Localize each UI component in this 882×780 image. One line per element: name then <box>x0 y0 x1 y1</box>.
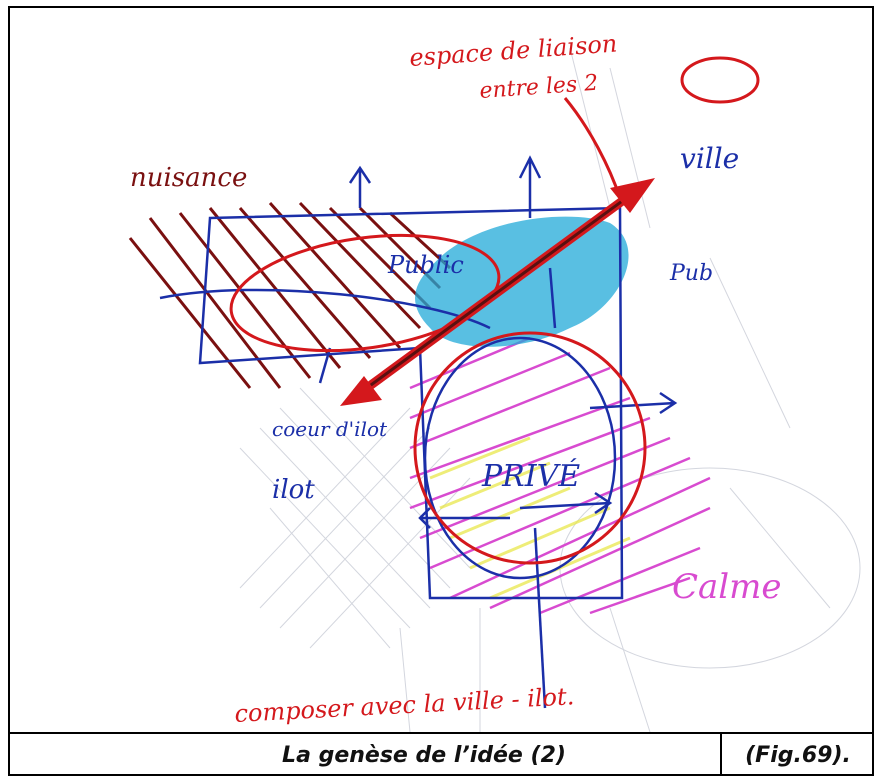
red-shapes <box>229 56 760 565</box>
yellow-hatching <box>429 436 631 600</box>
label-calme: Calme <box>672 567 782 607</box>
caption-figure-number: (Fig.69). <box>745 742 851 768</box>
label-coeur-ilot: coeur d'ilot <box>272 417 388 441</box>
label-ville: ville <box>680 142 739 175</box>
magenta-hatching <box>409 336 711 615</box>
label-pub: Pub <box>669 261 713 286</box>
nuisance-hatching <box>128 201 452 389</box>
pencil-background <box>239 47 861 732</box>
bottom-note: composer avec la ville - ilot. <box>234 682 575 728</box>
label-public: Public <box>387 251 464 279</box>
sketch-drawing: espace de liaison entre les 2 ville nuis… <box>128 30 861 732</box>
label-ilot: ilot <box>272 475 315 505</box>
label-nuisance: nuisance <box>130 163 247 193</box>
caption-row: La genèse de l’idée (2) (Fig.69). <box>8 732 874 776</box>
top-note-line2: entre les 2 <box>479 71 599 104</box>
blue-outlines <box>159 155 678 709</box>
label-prive: PRIVÉ <box>481 458 580 494</box>
axis-arrow <box>340 178 655 406</box>
caption-title: La genèse de l’idée (2) <box>8 734 722 776</box>
top-note-line1: espace de liaison <box>408 30 618 72</box>
